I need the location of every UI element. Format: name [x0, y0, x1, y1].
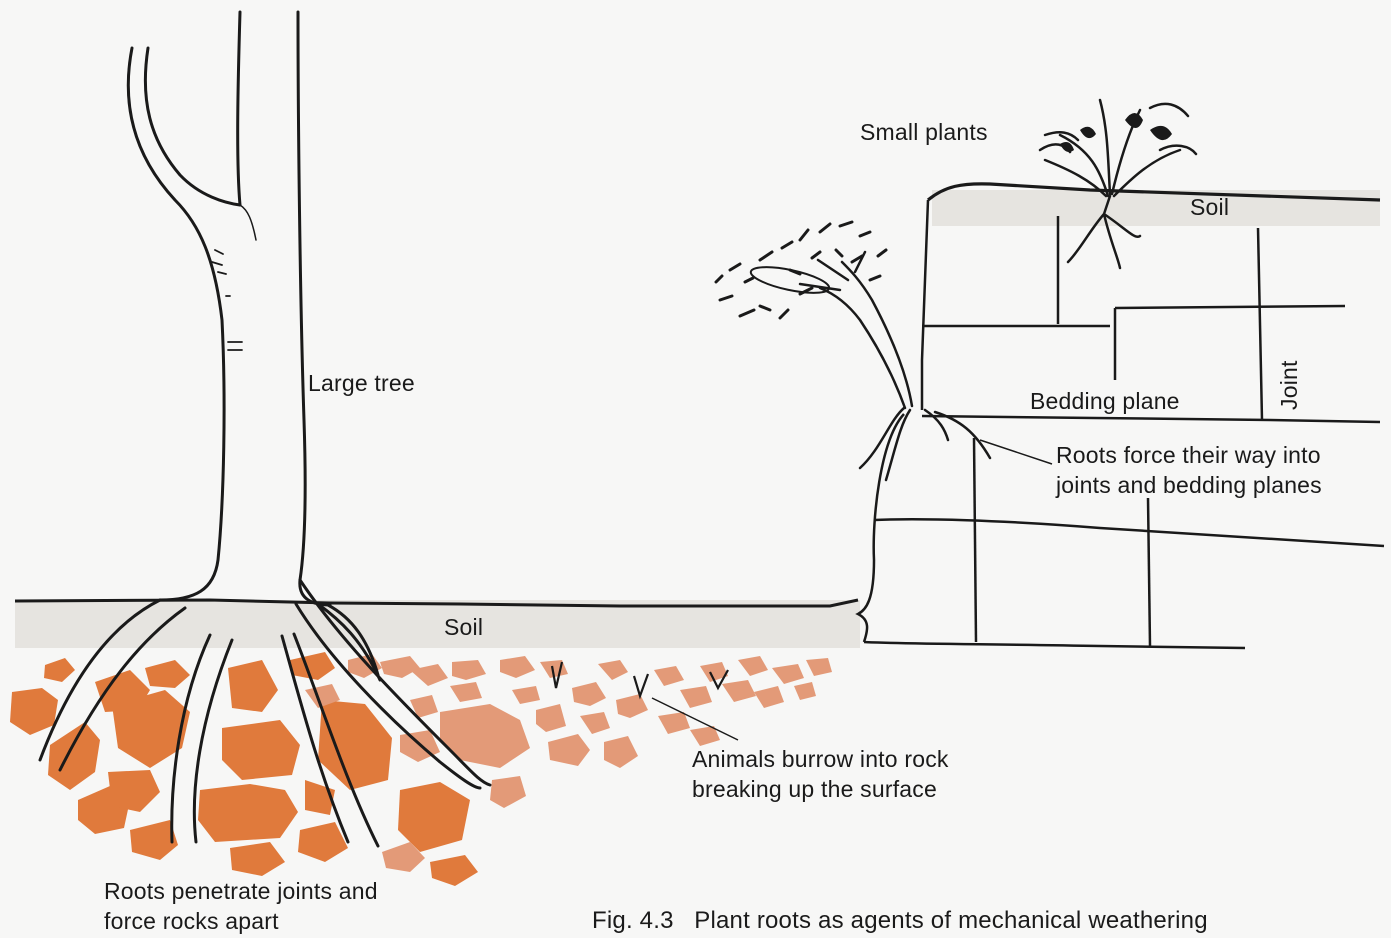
- label-joint: Joint: [1274, 360, 1304, 410]
- label-bedding-plane: Bedding plane: [1030, 386, 1180, 416]
- label-roots-force: Roots force their way into joints and be…: [1056, 440, 1322, 500]
- roots-force-line2: joints and bedding planes: [1056, 470, 1322, 500]
- figure-caption: Fig. 4.3 Plant roots as agents of mechan…: [592, 906, 1208, 936]
- roots-penetrate-line2: force rocks apart: [104, 906, 378, 936]
- label-soil-left: Soil: [444, 612, 483, 642]
- large-tree: [40, 12, 490, 846]
- figure-number: Fig. 4.3: [592, 907, 674, 934]
- roots-penetrate-line1: Roots penetrate joints and: [104, 876, 378, 906]
- animals-line1: Animals burrow into rock: [692, 744, 949, 774]
- small-plants: [1040, 100, 1196, 268]
- label-soil-right: Soil: [1190, 192, 1229, 222]
- animals-line2: breaking up the surface: [692, 774, 949, 804]
- roots-force-line1: Roots force their way into: [1056, 440, 1322, 470]
- label-animals-burrow: Animals burrow into rock breaking up the…: [692, 744, 949, 804]
- label-large-tree: Large tree: [308, 368, 415, 398]
- figure-title: Plant roots as agents of mechanical weat…: [694, 907, 1208, 934]
- small-shrub: [716, 222, 990, 480]
- label-small-plants: Small plants: [860, 117, 988, 147]
- soil-band-right: [932, 190, 1380, 226]
- roots-pointer: [980, 440, 1052, 464]
- label-roots-penetrate: Roots penetrate joints and force rocks a…: [104, 876, 378, 936]
- shrub-foliage: [716, 222, 886, 318]
